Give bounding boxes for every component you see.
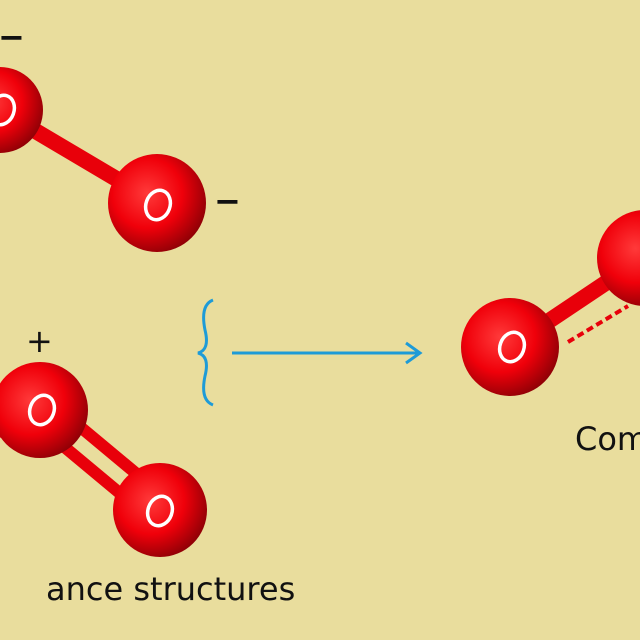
oxygen-atom — [113, 463, 207, 557]
partial-bond — [566, 304, 630, 344]
negative-charge: − — [0, 18, 25, 56]
oxygen-atom — [108, 154, 206, 252]
positive-charge: + — [26, 322, 53, 360]
oxygen-atom — [597, 210, 640, 306]
oxygen-atom — [0, 362, 88, 458]
oxygen-atom — [0, 67, 43, 153]
brace — [197, 298, 214, 407]
caption-resonance-structures: ance structures — [46, 570, 296, 608]
negative-charge: − — [214, 182, 241, 220]
arrow-head — [405, 341, 423, 365]
caption-composite: Com — [575, 420, 640, 458]
oxygen-atom — [461, 298, 559, 396]
